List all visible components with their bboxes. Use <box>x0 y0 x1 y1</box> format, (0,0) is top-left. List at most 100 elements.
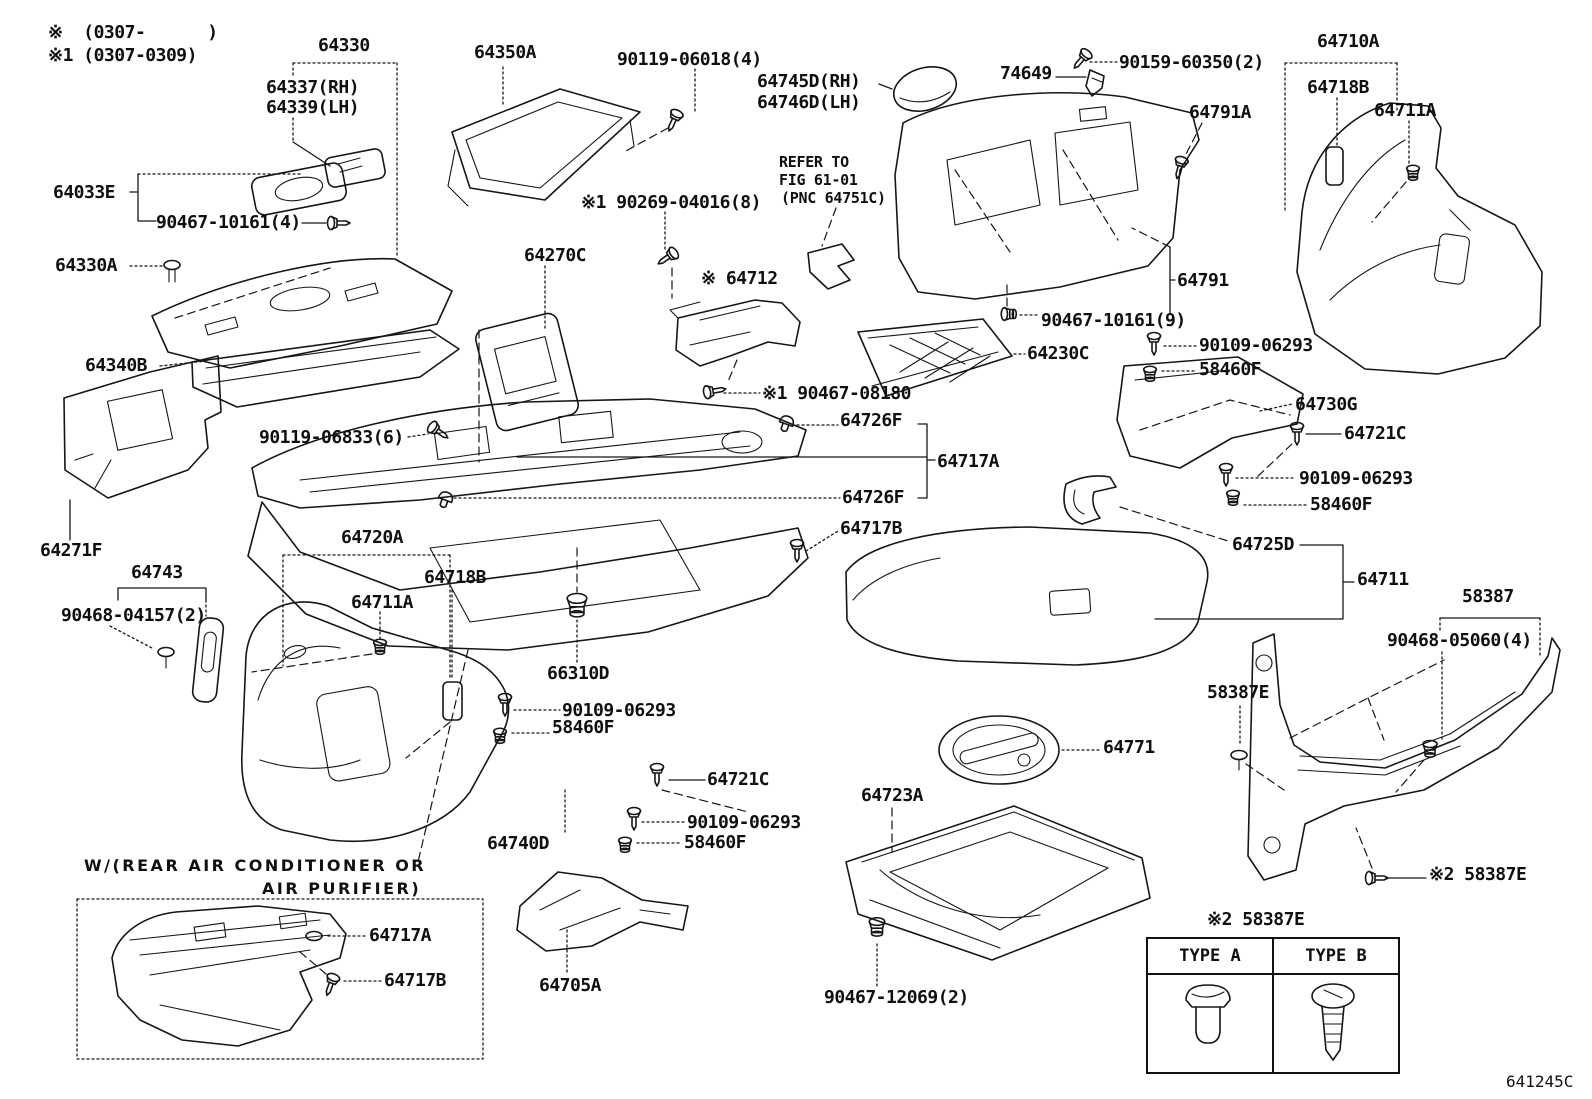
table-header-divider <box>1148 973 1398 975</box>
grommet-icon <box>617 836 633 854</box>
rear-ac-option-box <box>77 899 483 1059</box>
grommet-icon <box>1000 306 1018 322</box>
cap-art <box>888 60 961 119</box>
part-label-64350a: 64350A <box>474 42 537 63</box>
partition-panel-art <box>448 89 640 206</box>
part-label-64711a-right: 64711A <box>1374 100 1437 121</box>
luggage-pan-art <box>846 806 1150 960</box>
vent-duct-art <box>670 300 800 366</box>
clip-icon <box>776 413 797 435</box>
spare-cover-art <box>939 716 1059 784</box>
part-label-64717a-box: 64717A <box>369 925 432 946</box>
part-label-64340b: 64340B <box>85 355 148 376</box>
deck-trim-assembly-art <box>248 399 808 650</box>
part-label-64271f: 64271F <box>40 540 103 561</box>
part-label-64717b-center: 64717B <box>840 518 903 539</box>
part-label-90109-06293-d: 90109-06293 <box>1299 468 1413 489</box>
part-label-64717b-box: 64717B <box>384 970 447 991</box>
clip-icon <box>1230 749 1248 761</box>
part-label-64721c-right: 64721C <box>1344 423 1407 444</box>
pad-64718b-left-art <box>443 682 462 720</box>
part-label-90269-04016: ※1 90269-04016(8) <box>581 192 761 213</box>
screw-icon <box>1289 421 1305 446</box>
part-label-58387e-2-panel: ※2 58387E <box>1429 864 1527 885</box>
part-label-64723a: 64723A <box>861 785 924 806</box>
clip-icon <box>157 646 175 658</box>
part-label-64743: 64743 <box>131 562 183 583</box>
part-label-74649: 74649 <box>1000 63 1052 84</box>
part-label-64746d-lh: 64746D(LH) <box>757 92 861 113</box>
screw-icon <box>319 971 342 999</box>
part-label-90467-10161-4: 90467-10161(4) <box>156 212 301 233</box>
clip-icon <box>435 489 456 511</box>
tray-strip-art <box>192 330 459 407</box>
part-label-64730g: 64730G <box>1295 394 1358 415</box>
part-label-64330: 64330 <box>318 35 370 56</box>
part-label-58387: 58387 <box>1462 586 1514 607</box>
screw-icon <box>653 244 682 271</box>
part-label-90468-05060: 90468-05060(4) <box>1387 630 1532 651</box>
rear-panel-trim-art <box>895 93 1199 299</box>
quarter-trim-left-art <box>242 602 509 841</box>
rear-ac-caption-line1: W/(REAR AIR CONDITIONER OR <box>84 856 427 875</box>
insulator-pad-art <box>64 356 221 498</box>
screw-icon <box>497 692 513 717</box>
screw-icon <box>1364 870 1389 886</box>
screw-icon <box>1169 154 1190 182</box>
strap-64743-art <box>192 617 225 703</box>
note-asterisk-1: ※ (0307- ) <box>48 22 218 43</box>
part-label-64791: 64791 <box>1177 270 1229 291</box>
part-label-64791a: 64791A <box>1189 102 1252 123</box>
part-label-64720a: 64720A <box>341 527 404 548</box>
grommet-icon <box>1225 489 1241 506</box>
finish-plate-art <box>1248 634 1560 880</box>
refer-note-line3: (PNC 64751C) <box>781 189 886 207</box>
quarter-trim-right-art <box>1297 103 1542 374</box>
fastener-glyphs <box>157 45 1438 999</box>
part-label-64711: 64711 <box>1357 569 1409 590</box>
part-label-90109-06293-c: 90109-06293 <box>1199 335 1313 356</box>
part-label-64717a-center: 64717A <box>937 451 1000 472</box>
part-label-64033e: 64033E <box>53 182 116 203</box>
part-label-64718b-right: 64718B <box>1307 77 1370 98</box>
grommet-icon <box>1405 164 1421 181</box>
part-label-90119-06833: 90119-06833(6) <box>259 427 404 448</box>
part-label-90467-10161-9: 90467-10161(9) <box>1041 310 1186 331</box>
part-label-64710a: 64710A <box>1317 31 1380 52</box>
rear-ac-unit-art <box>112 906 346 1046</box>
part-label-64711a-left: 64711A <box>351 592 414 613</box>
figure-code: 641245C <box>1506 1072 1574 1091</box>
part-label-58387e-2-table: ※2 58387E <box>1207 909 1305 930</box>
part-label-90109-06293-b: 90109-06293 <box>687 812 801 833</box>
part-label-64339-lh: 64339(LH) <box>266 97 360 118</box>
part-label-64725d: 64725D <box>1232 534 1295 555</box>
part-label-90159-60350: 90159-60350(2) <box>1119 52 1264 73</box>
fastener-table-glyphs <box>1186 984 1354 1060</box>
part-label-64726f-lower: 64726F <box>842 487 905 508</box>
grommet-icon <box>566 592 588 619</box>
amplifier-panel-art <box>474 311 581 432</box>
bracket-64751c-art <box>808 244 854 289</box>
clamp-64725d-art <box>1064 476 1116 524</box>
part-label-64771: 64771 <box>1103 737 1155 758</box>
grommet-icon <box>1142 365 1158 382</box>
part-label-90468-04157: 90468-04157(2) <box>61 605 206 626</box>
part-label-58460f-d: 58460F <box>1310 494 1373 515</box>
part-label-90119-06018: 90119-06018(4) <box>617 49 762 70</box>
part-label-90109-06293-a: 90109-06293 <box>562 700 676 721</box>
pad-64718b-right-art <box>1326 147 1343 185</box>
screw-icon <box>1146 331 1162 356</box>
screw-icon <box>789 538 805 563</box>
diagram-parts-art <box>64 60 1560 1059</box>
part-label-58460f-a: 58460F <box>552 717 615 738</box>
fastener-type-table: TYPE A TYPE B <box>1146 937 1400 1074</box>
part-label-64726f-upper: 64726F <box>840 410 903 431</box>
clip-icon <box>163 259 181 271</box>
refer-note-line1: REFER TO <box>779 153 849 171</box>
part-label-64330a: 64330A <box>55 255 118 276</box>
part-label-58387e: 58387E <box>1207 682 1270 703</box>
screw-icon <box>649 762 665 787</box>
type-a-clip-icon <box>1186 985 1230 1043</box>
trunk-mat-art <box>846 527 1208 665</box>
